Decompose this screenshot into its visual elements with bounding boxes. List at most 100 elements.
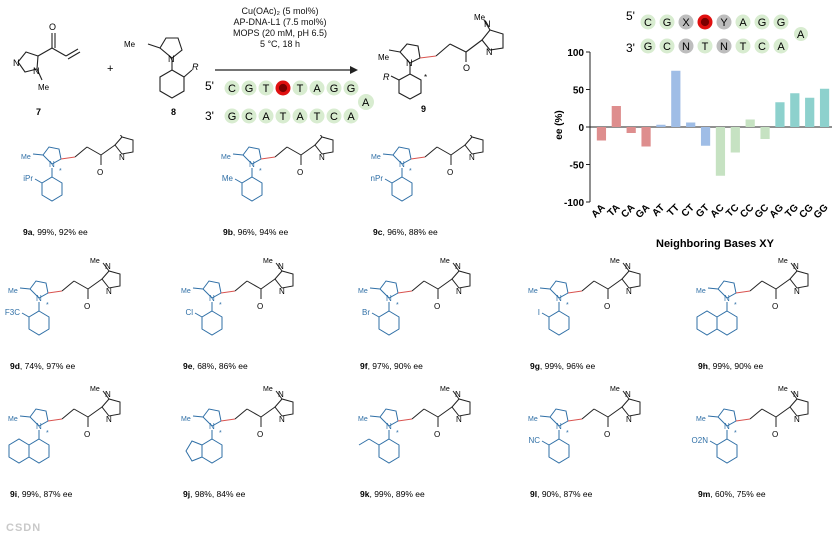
y-axis-label: ee (%) [554,110,565,139]
svg-text:*: * [566,302,569,309]
svg-text:N: N [456,415,462,424]
chart-hairpin-bottom-base-7 [773,38,789,54]
hairpin-bottom-base-7 [343,108,359,124]
svg-text:N: N [106,287,112,296]
svg-text:N: N [794,415,800,424]
svg-text:Me: Me [263,386,273,393]
svg-text:*: * [424,73,427,82]
svg-text:N: N [386,294,392,303]
condition-temperature: 5 °C, 18 h [259,39,301,49]
chart-hairpin-top-base-label-7: G [777,17,786,29]
bar-TC [730,127,740,153]
bar-TT [671,70,681,127]
hairpin-bottom-base-0 [224,108,240,124]
svg-text:N: N [119,153,125,162]
svg-text:*: * [259,168,262,175]
chart-hairpin-top-base-2 [678,14,694,30]
compound-9k-label: 9k, 99%, 89% ee [360,489,425,499]
svg-text:Me: Me [8,416,18,423]
svg-text:*: * [409,168,412,175]
hairpin-bottom-base-1 [241,108,257,124]
svg-text:Me: Me [21,154,31,161]
svg-text:*: * [59,168,62,175]
compound-9h-label: 9h, 99%, 90% ee [698,361,763,371]
svg-text:*: * [46,430,49,437]
reaction-scheme: N N O Me Me N R 8 7 + Me N N O N Me R * … [13,13,504,117]
chart-hairpin-bottom-base-1 [659,38,675,54]
chart-hairpin-top-base-7 [773,14,789,30]
svg-text:Me: Me [528,288,538,295]
compound-8-label: 8 [171,107,176,117]
svg-text:N: N [279,287,285,296]
svg-text:N: N [106,415,112,424]
svg-text:O: O [49,22,56,32]
chart-hairpin-bottom-base-label-2: N [682,41,690,53]
svg-text:N: N [625,390,631,399]
chart-hairpin-bottom-base-label-1: C [663,41,671,53]
svg-text:Me: Me [778,258,788,265]
compound-9l-label: 9l, 90%, 87% ee [530,489,593,499]
svg-text:Me: Me [181,416,191,423]
svg-text:Me: Me [778,386,788,393]
chart-hairpin-top-base-1 [659,14,675,30]
bar-AG [775,102,785,127]
svg-text:R: R [192,62,199,72]
compound-9m-label: 9m, 60%, 75% ee [698,489,766,499]
chart-hairpin-bottom-base-3 [697,38,713,54]
chart-hairpin-top-metal-site [700,17,710,27]
svg-text:N: N [556,294,562,303]
svg-text:O: O [772,430,778,439]
bar-AA [596,127,607,141]
bar-AT [656,124,666,127]
svg-text:N: N [279,415,285,424]
svg-text:*: * [566,430,569,437]
hairpin-bottom-base-label-5: T [314,111,321,123]
svg-text:Me: Me [263,258,273,265]
svg-text:N: N [209,294,215,303]
svg-text:5': 5' [205,79,214,93]
reaction-conditions: Cu(OAc)₂ (5 mol%) AP-DNA-L1 (7.5 mol%) M… [205,6,355,50]
svg-text:N: N [793,262,799,271]
compound-9g-label: 9g, 99%, 96% ee [530,361,595,371]
compound-9b-label: 9b, 96%, 94% ee [223,227,288,237]
chart-hairpin-top-base-0 [640,14,656,30]
compound-7-label: 7 [36,107,41,117]
svg-text:O: O [97,168,103,177]
svg-text:O: O [463,63,470,73]
hairpin-top-base-1 [241,80,257,96]
condition-catalyst: Cu(OAc)₂ (5 mol%) [241,6,319,16]
svg-text:Me: Me [610,258,620,265]
svg-text:N: N [399,160,405,169]
hairpin-bottom-base-3 [275,108,291,124]
compound-9c-label: 9c, 96%, 88% ee [373,227,438,237]
compound-9f-substituent: Br [362,308,370,317]
svg-text:N: N [36,422,42,431]
svg-text:A: A [797,29,805,41]
hairpin-top-base-7 [343,80,359,96]
svg-text:N: N [724,422,730,431]
svg-text:R: R [383,72,390,82]
hairpin-bottom-base-5 [309,108,325,124]
hairpin-bottom-base-label-4: A [296,111,304,123]
chart-hairpin-bottom-base-5 [735,38,751,54]
compound-9j-label: 9j, 98%, 84% ee [183,489,246,499]
svg-text:5': 5' [626,9,635,23]
condition-buffer: MOPS (20 mM, pH 6.5) [232,28,328,38]
svg-text:Me: Me [90,258,100,265]
svg-text:Me: Me [610,386,620,393]
svg-text:N: N [626,415,632,424]
svg-text:N: N [794,287,800,296]
compound-9b-substituent: Me [222,174,234,183]
svg-text:Me: Me [8,288,18,295]
svg-text:N: N [625,262,631,271]
chart-hairpin-bottom-base-label-6: C [758,41,766,53]
bar-GT [700,127,711,146]
svg-text:N: N [626,287,632,296]
y-tick-label-1: -50 [570,161,585,172]
hairpin-top-metal-site [278,83,288,93]
svg-text:N: N [556,422,562,431]
